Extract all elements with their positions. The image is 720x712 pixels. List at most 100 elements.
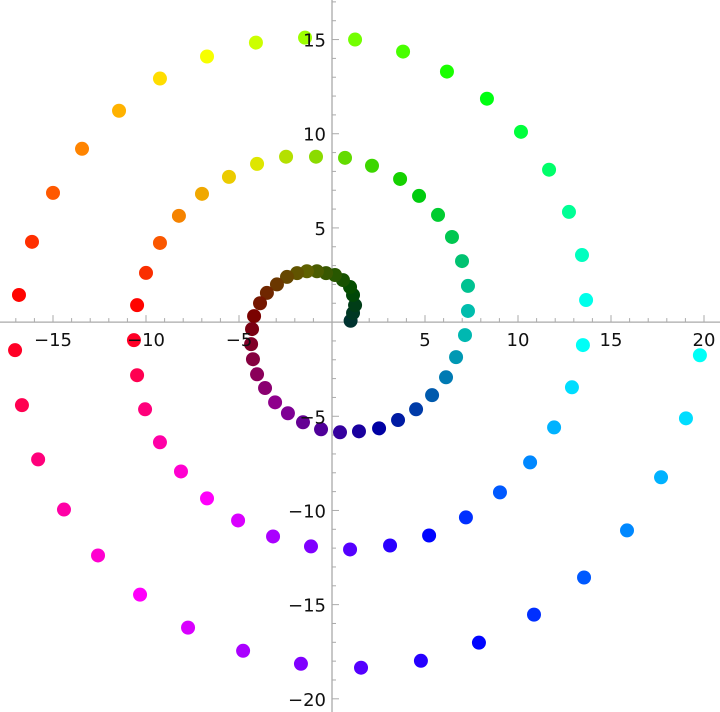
data-point [248,35,263,50]
y-tick-label: −20 [288,690,326,711]
y-tick-label: −5 [299,407,326,428]
data-point [250,367,265,382]
data-point [455,254,470,269]
data-point [309,264,324,279]
data-point [523,455,538,470]
data-point [266,529,281,544]
data-point [250,156,265,171]
data-point [295,415,310,430]
data-point [14,398,29,413]
x-tick-label: −10 [127,330,165,351]
data-point [343,542,358,557]
data-point [139,265,154,280]
data-point [479,91,494,106]
data-point [171,208,186,223]
data-point [298,30,313,45]
x-tick-label: 10 [507,330,530,351]
data-point [561,204,576,219]
data-point [409,402,424,417]
data-point [372,421,387,436]
data-point [460,278,475,293]
data-point [333,425,348,440]
data-point [75,141,90,156]
y-tick-label: 15 [303,31,326,52]
x-tick-label: 5 [419,330,430,351]
data-point [221,169,236,184]
y-tick-label: −10 [288,501,326,522]
data-point [269,277,284,292]
data-point [654,470,669,485]
data-point [258,381,273,396]
data-point [46,185,61,200]
data-point [620,523,635,538]
data-points [8,30,707,675]
y-tick-label: 5 [315,219,326,240]
data-point [513,124,528,139]
data-point [391,413,406,428]
data-point [383,538,398,553]
data-point [244,337,259,352]
data-point [303,539,318,554]
data-point [200,491,215,506]
data-point [231,513,246,528]
data-point [425,388,440,403]
data-point [471,635,486,650]
data-point [412,188,427,203]
data-point [293,656,308,671]
data-point [8,343,23,358]
data-point [130,298,145,313]
data-point [439,64,454,79]
data-point [527,607,542,622]
data-point [152,235,167,250]
data-point [431,207,446,222]
data-point [348,32,363,47]
data-point [309,149,324,164]
data-point [564,380,579,395]
data-point [354,660,369,675]
data-point [579,293,594,308]
data-point [678,411,693,426]
data-point [56,502,71,517]
data-point [200,49,215,64]
y-tick-label: 10 [303,125,326,146]
data-point [439,370,454,385]
data-point [91,548,106,563]
data-point [259,285,274,300]
data-point [460,303,475,318]
data-point [314,422,329,437]
data-point [547,420,562,435]
data-point [575,338,590,353]
data-point [393,171,408,186]
data-point [173,464,188,479]
data-point [279,269,294,284]
data-point [126,333,141,348]
x-tick-label: 20 [693,330,716,351]
data-point [236,643,251,658]
data-point [449,350,464,365]
data-point [133,587,148,602]
data-point [338,150,353,165]
data-point [245,322,260,337]
data-point [253,296,268,311]
data-point [413,653,428,668]
y-tick-label: −15 [288,596,326,617]
data-point [692,348,707,363]
x-tick-label: −15 [34,330,72,351]
data-point [458,510,473,525]
data-point [152,435,167,450]
data-point [268,395,283,410]
data-point [457,328,472,343]
data-point [194,186,209,201]
data-point [245,352,260,367]
data-point [542,162,557,177]
data-point [492,485,507,500]
data-point [130,368,145,383]
data-point [351,424,366,439]
data-point [247,309,262,324]
data-point [280,406,295,421]
data-point [422,528,437,543]
data-point [11,287,26,302]
data-point [364,158,379,173]
